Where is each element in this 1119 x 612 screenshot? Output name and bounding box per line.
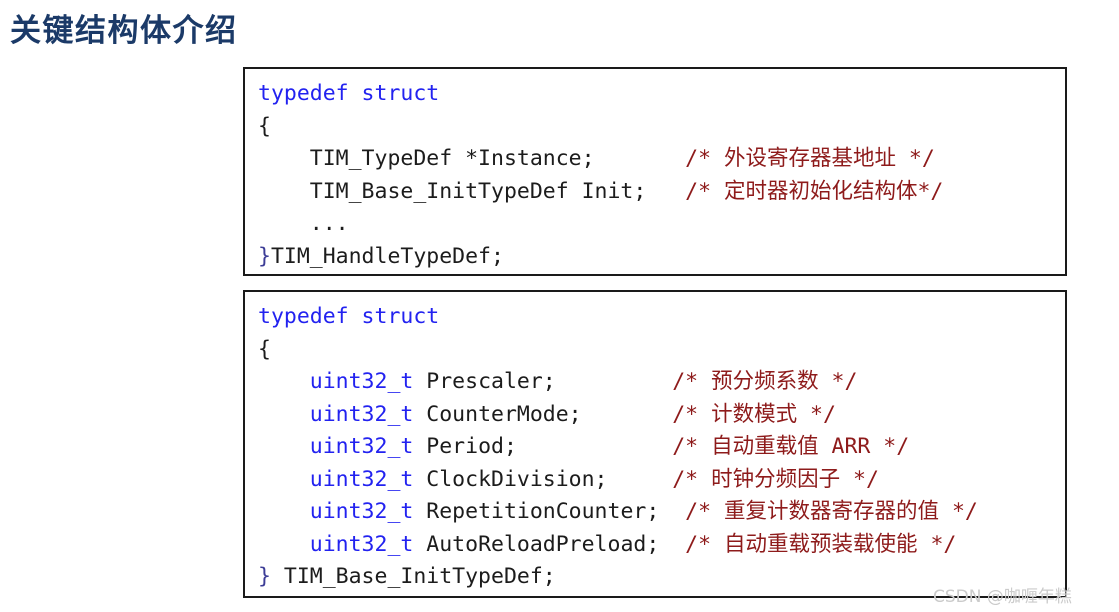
code-segment-plain: Prescaler; [413,369,673,394]
code-content: typedef struct { TIM_TypeDef *Instance; /… [245,69,1065,273]
code-segment-comment: /* 自动重载值 ARR */ [672,434,910,459]
code-line: uint32_t CounterMode; /* 计数模式 */ [258,399,1065,432]
code-segment-keyword: typedef struct [258,304,440,329]
code-content: typedef struct { uint32_t Prescaler; /* 预… [245,292,1065,594]
code-segment-keyword: uint32_t [309,401,414,427]
code-segment-plain: CounterMode; [413,401,673,427]
code-line: ... [258,208,1065,241]
code-segment-brace: } [258,564,271,589]
code-segment-plain [258,434,310,459]
code-segment-plain: TIM_Base_InitTypeDef; [270,564,556,589]
code-line: } TIM_Base_InitTypeDef; [258,561,1065,594]
code-segment-keyword: typedef struct [258,81,440,106]
code-block-tim-handletypedef: typedef struct { TIM_TypeDef *Instance; /… [243,67,1067,276]
code-segment-brace: } [258,243,271,269]
code-segment-plain [258,532,310,557]
code-line: uint32_t Period; /* 自动重载值 ARR */ [258,431,1065,464]
code-segment-plain: TIM_TypeDef *Instance; [258,146,686,171]
code-segment-comment: /* 自动重载预装载使能 */ [685,531,957,557]
code-line: { [258,334,1065,367]
code-segment-plain: ClockDivision; [413,466,673,492]
code-line: typedef struct [258,301,1065,334]
code-segment-plain: TIM_Base_InitTypeDef Init; [258,178,686,204]
code-line: uint32_t AutoReloadPreload; /* 自动重载预装载使能… [258,529,1065,562]
code-segment-keyword: uint32_t [309,369,414,394]
code-segment-plain: TIM_HandleTypeDef; [270,243,504,269]
code-line: }TIM_HandleTypeDef; [258,241,1065,274]
code-segment-comment: /* 预分频系数 */ [672,369,858,394]
code-segment-comment: /* 外设寄存器基地址 */ [685,146,935,171]
code-segment-plain [258,499,310,524]
code-segment-comment: /* 定时器初始化结构体*/ [685,178,944,204]
code-line: uint32_t Prescaler; /* 预分频系数 */ [258,366,1065,399]
code-segment-plain: RepetitionCounter; [413,499,686,524]
code-line: uint32_t RepetitionCounter; /* 重复计数器寄存器的… [258,496,1065,529]
code-line: typedef struct [258,78,1065,111]
page-title: 关键结构体介绍 [10,13,238,49]
code-segment-keyword: uint32_t [309,531,414,557]
code-segment-plain [258,402,310,427]
watermark: CSDN @咖喱年糕 [933,587,1072,607]
code-segment-plain: Period; [413,434,673,459]
code-line: TIM_Base_InitTypeDef Init; /* 定时器初始化结构体*… [258,176,1065,209]
code-segment-plain: ... [258,211,349,236]
code-segment-keyword: uint32_t [309,434,414,459]
code-segment-comment: /* 时钟分频因子 */ [672,466,879,492]
code-segment-plain: AutoReloadPreload; [413,531,686,557]
code-segment-plain [258,467,310,492]
code-segment-plain: { [258,113,271,139]
code-line: { [258,111,1065,144]
code-segment-comment: /* 计数模式 */ [672,401,836,427]
code-segment-keyword: uint32_t [309,466,414,492]
code-segment-plain [258,369,310,394]
code-segment-keyword: uint32_t [309,499,414,524]
code-segment-plain: { [258,336,271,362]
code-segment-comment: /* 重复计数器寄存器的值 */ [685,499,978,524]
code-block-tim-base-inittypedef: typedef struct { uint32_t Prescaler; /* 预… [243,290,1067,598]
code-line: uint32_t ClockDivision; /* 时钟分频因子 */ [258,464,1065,497]
code-line: TIM_TypeDef *Instance; /* 外设寄存器基地址 */ [258,143,1065,176]
